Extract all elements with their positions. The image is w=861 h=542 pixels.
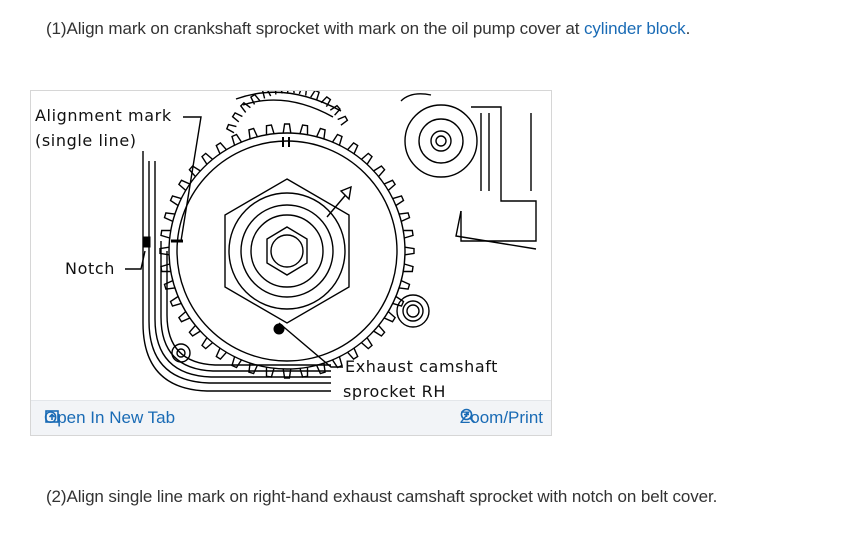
sprocket-tooth bbox=[248, 127, 259, 139]
sprocket-figure: Alignment mark (single line) Notch Exhau… bbox=[30, 90, 552, 436]
sprocket-tooth bbox=[215, 347, 227, 361]
sprocket-tooth bbox=[265, 367, 275, 378]
sprocket-tooth bbox=[248, 363, 259, 375]
sprocket-tooth bbox=[282, 123, 292, 134]
sprocket-tooth bbox=[265, 124, 275, 135]
upper-gear-tooth bbox=[298, 91, 307, 96]
upper-gear-tooth bbox=[225, 123, 237, 134]
upper-gear-tooth bbox=[329, 104, 341, 116]
zoom-in-icon bbox=[460, 408, 475, 424]
sprocket-tooth bbox=[159, 246, 170, 256]
sprocket-tooth bbox=[299, 124, 309, 135]
sprocket-tooth bbox=[160, 263, 171, 273]
sprocket-tooth bbox=[282, 368, 292, 379]
upper-gear-tooth bbox=[310, 91, 320, 101]
sprocket-tooth bbox=[163, 212, 175, 223]
sprocket-tooth bbox=[347, 347, 359, 361]
figure-toolbar: Open In New Tab Zoom/Print bbox=[31, 400, 551, 435]
camshaft-sprocket-illustration bbox=[125, 91, 537, 392]
sprocket-tooth bbox=[188, 324, 201, 337]
sprocket-tooth bbox=[169, 195, 182, 207]
upper-gear-tooth bbox=[249, 93, 261, 105]
open-in-new-tab-label: Open In New Tab bbox=[44, 408, 176, 427]
sprocket-tooth bbox=[201, 152, 214, 165]
sprocket-tooth bbox=[403, 229, 414, 239]
sprocket-tooth bbox=[201, 337, 214, 350]
upper-gear-tooth bbox=[239, 101, 251, 113]
step-1-text: (1)Align mark on crankshaft sprocket wit… bbox=[46, 19, 691, 38]
upper-gear-tooth bbox=[231, 111, 243, 123]
sprocket-tooth bbox=[403, 263, 414, 273]
cylinder-block-link[interactable]: cylinder block bbox=[583, 19, 686, 38]
sprocket-tooth bbox=[404, 246, 415, 256]
sprocket-tooth bbox=[231, 356, 243, 369]
sprocket-tooth bbox=[373, 165, 386, 178]
single-line-label: (single line) bbox=[35, 131, 137, 150]
sprocket-tooth bbox=[392, 195, 405, 207]
sprocket-tooth bbox=[360, 152, 373, 165]
sprocket-tooth bbox=[392, 295, 405, 307]
sprocket-tooth bbox=[399, 212, 411, 223]
sprocket-tooth bbox=[383, 179, 397, 191]
sprocket-tooth bbox=[177, 311, 191, 323]
sprocket-tooth bbox=[160, 229, 171, 239]
open-new-tab-icon bbox=[45, 410, 59, 423]
step-2-text: (2)Align single line mark on right-hand … bbox=[46, 487, 718, 506]
sprocket-tooth bbox=[299, 367, 309, 378]
sprocket-tooth bbox=[215, 141, 227, 155]
sprocket-tooth bbox=[331, 133, 343, 146]
sprocket-tooth bbox=[360, 337, 373, 350]
sprocket-tooth bbox=[347, 141, 359, 155]
sprocket-tooth bbox=[399, 279, 411, 290]
sprocket-tooth bbox=[163, 279, 175, 290]
upper-gear-tooth bbox=[262, 91, 272, 99]
open-in-new-tab-button[interactable]: Open In New Tab bbox=[44, 408, 175, 428]
alignment-mark-label: Alignment mark bbox=[35, 106, 172, 125]
upper-gear-tooth bbox=[320, 95, 332, 108]
sprocket-tooth bbox=[177, 179, 191, 191]
sprocket-tooth bbox=[383, 311, 397, 323]
sprocket-tooth bbox=[231, 133, 243, 146]
zoom-print-button[interactable]: Zoom/Print bbox=[460, 408, 543, 428]
upper-gear-tooth bbox=[337, 115, 349, 126]
exhaust-camshaft-label: Exhaust camshaft bbox=[345, 357, 499, 376]
sprocket-rh-label: sprocket RH bbox=[343, 382, 446, 401]
sprocket-tooth bbox=[315, 363, 326, 375]
notch-label: Notch bbox=[65, 259, 115, 278]
sprocket-tooth bbox=[373, 324, 386, 337]
zoom-print-label: Zoom/Print bbox=[459, 408, 543, 427]
sprocket-tooth bbox=[169, 295, 182, 307]
sprocket-tooth bbox=[315, 127, 326, 139]
